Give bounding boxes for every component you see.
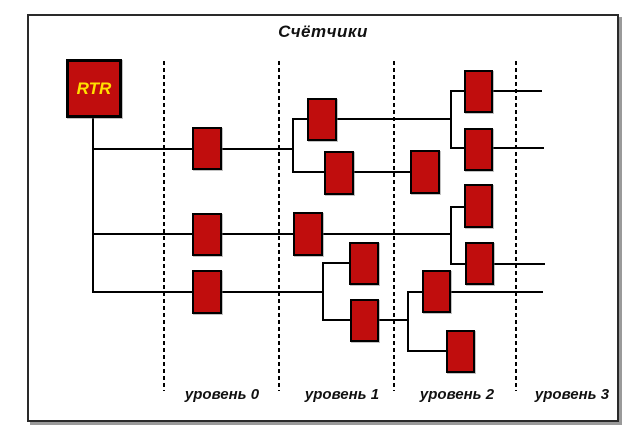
meter-box-L2-p4 [465,242,494,285]
connector-wire [407,291,409,352]
connector-wire [292,118,450,120]
connector-wire [450,206,452,265]
meter-box-L0-row3 [192,270,222,314]
connector-wire [322,262,349,264]
meter-box-L2-k [422,270,451,313]
connector-wire [450,263,545,265]
rtr-box: RTR [66,59,122,118]
connector-wire [407,350,446,352]
level-label-2: уровень 2 [419,386,495,403]
meter-box-L2-g [464,70,493,113]
connector-wire [92,118,94,293]
connector-wire [450,147,544,149]
diagram-title: Счётчики [278,22,368,41]
meter-box-L2-m [446,330,475,373]
connector-wire [450,206,464,208]
rtr-label: RTR [76,78,112,98]
meter-box-L2-p3 [464,184,493,228]
meter-box-L2-h [464,128,493,171]
meter-box-L2-f [410,150,440,194]
meter-box-L1-low-b [350,299,379,342]
level-separator-dashed-line-1 [278,61,280,391]
meter-box-L1-low-a [349,242,379,285]
connector-wire [92,233,450,235]
level-separator-dashed-line-2 [393,61,395,391]
connector-wire [450,90,542,92]
meter-box-L1-up-b [324,151,354,195]
connector-wire [292,118,294,173]
level-separator-dashed-line-0 [163,61,165,391]
connector-wire [322,262,324,321]
level-label-0: уровень 0 [184,386,260,403]
meter-box-L0-row2 [192,213,222,256]
connector-wire [407,291,543,293]
level-label-1: уровень 1 [304,386,380,403]
meter-box-L0-row1 [192,127,222,170]
meter-box-L1-up-a [307,98,337,141]
connector-wire [450,90,452,149]
level-label-3: уровень 3 [534,386,610,403]
meter-box-L1-mid [293,212,323,256]
diagram-frame [27,14,619,422]
level-separator-dashed-line-3 [515,61,517,391]
